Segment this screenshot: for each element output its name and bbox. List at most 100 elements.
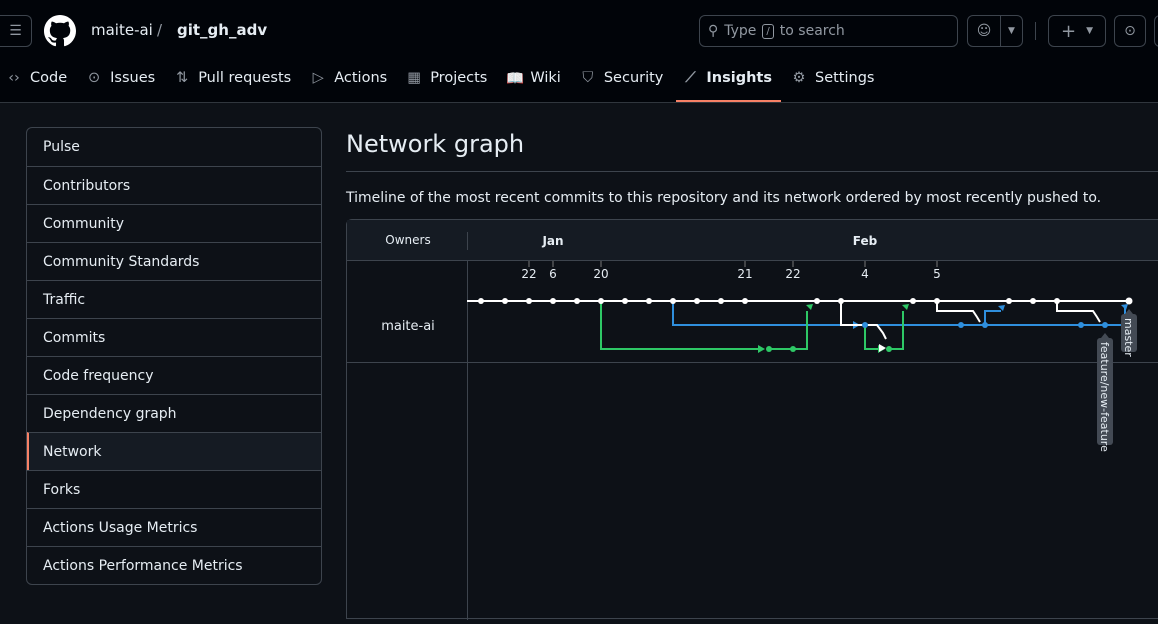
page-title: Network graph [346,130,525,158]
commit-dot-master [598,298,604,304]
commit-dot-master [718,298,724,304]
sidebar-item-contributors[interactable]: Contributors [27,166,321,204]
tab-label: Insights [706,70,772,86]
commit-dot-master [1006,298,1012,304]
path-separator: / [157,21,163,39]
branch-line-green [889,311,904,350]
branch-line-green [600,301,763,350]
commit-dot-feature [862,322,868,328]
commit-dot-green [766,346,772,352]
copilot-dropdown-button[interactable]: ▼ [1000,15,1023,47]
copilot-button[interactable]: ☺ [967,15,1001,47]
sidebar-item-actions-performance-metrics[interactable]: Actions Performance Metrics [27,546,321,584]
branch-label-pointer [1125,309,1133,314]
sidebar-item-code-frequency[interactable]: Code frequency [27,356,321,394]
merge-arrow-icon [902,304,909,310]
commit-dot-master [1125,297,1133,305]
sidebar-item-actions-usage-metrics[interactable]: Actions Usage Metrics [27,508,321,546]
repo-nav: ‹› Code ⊙Issues ⇅ Pull requests ▷Actions▦Proj… [0,64,887,102]
commit-dot-master [910,298,916,304]
github-logo-icon[interactable] [44,15,76,47]
commit-dot-feature [1078,322,1084,328]
tab-wiki[interactable]: 📖Wiki [500,64,573,102]
sidebar-item-pulse[interactable]: Pulse [43,139,80,155]
graph-header-bg [347,220,1158,260]
merge-arrow-icon [806,304,813,310]
tab-pull-requests[interactable]: ⇅ Pull requests [168,64,304,102]
divider [346,171,1158,172]
branch-label: master [1122,318,1135,357]
tab-projects[interactable]: ▦Projects [400,64,500,102]
commit-dot-master [694,298,700,304]
search-input[interactable]: ⚲ Type / to search [699,15,958,47]
branch-line-green [864,325,883,350]
issue-icon: ⊙ [1124,23,1136,39]
owner-link[interactable]: maite-ai [91,21,153,39]
commit-dot-master [550,298,556,304]
commit-dot-green [790,346,796,352]
sidebar-item-traffic[interactable]: Traffic [27,280,321,318]
pull-request-icon: ⇅ [176,70,189,86]
merge-line-feature [984,310,1001,325]
gear-icon: ⚙ [792,70,806,86]
commit-dot-master [838,298,844,304]
chevron-down-icon: ▼ [1086,26,1093,36]
branch-label-pointer [1101,333,1109,338]
commit-dot-master [934,298,940,304]
pull-requests-button[interactable] [1154,15,1158,47]
tab-insights[interactable]: ⟋ Insights [676,64,785,102]
merge-line-master [936,301,981,323]
sidebar-item-community[interactable]: Community [27,204,321,242]
commit-dot-master [502,298,508,304]
issues-button[interactable]: ⊙ [1114,15,1146,47]
commit-dot-master [646,298,652,304]
tab-settings[interactable]: ⚙ Settings [785,64,887,102]
commit-dot-master [478,298,484,304]
commit-dot-feature [958,322,964,328]
day-label: 6 [549,267,557,281]
merge-line-master [840,301,887,340]
commit-dot-master [1054,298,1060,304]
merge-arrow-icon [879,344,886,352]
sidebar-item-commits[interactable]: Commits [27,318,321,356]
day-label: 21 [737,267,752,281]
tab-actions[interactable]: ▷Actions [304,64,400,102]
menu-button[interactable]: ☰ [0,15,32,47]
graph-icon: ⟋ [685,70,696,86]
branch-line-green [769,311,808,350]
tab-security[interactable]: ⛉Security [574,64,677,102]
tab-code[interactable]: ‹› Code [0,64,80,102]
owners-label: Owners [385,233,430,247]
repo-link[interactable]: git_gh_adv [177,21,268,39]
issue-icon: ⊙ [88,70,101,86]
tab-label: Actions [334,70,388,86]
table-icon: ▦ [407,70,422,86]
sidebar-item-dependency-graph[interactable]: Dependency graph [27,394,321,432]
header: ☰ maite-ai / git_gh_adv ⚲ Type / to sear… [0,0,1158,103]
commit-dot-feature [1102,322,1108,328]
month-label: Feb [853,234,878,248]
commit-dot-master [526,298,532,304]
branch-label-bg [1121,314,1137,352]
commit-dot-feature [982,322,988,328]
day-label: 5 [933,267,941,281]
sidebar-item-forks[interactable]: Forks [27,470,321,508]
commit-dot-master [574,298,580,304]
sidebar-item-network[interactable]: Network [27,432,321,470]
merge-arrow-icon [1121,304,1128,310]
shield-icon: ⛉ [582,70,594,86]
create-new-button[interactable]: +▼ [1048,15,1106,47]
search-shortcut-key: / [762,23,774,39]
plus-icon: + [1060,20,1077,42]
tab-label: Settings [814,70,875,86]
sidebar-item-community-standards[interactable]: Community Standards [27,242,321,280]
tab-label: Code [30,70,68,86]
tab-label: Pull requests [198,70,292,86]
book-icon: 📖 [506,71,525,87]
divider [1035,22,1036,40]
commit-dot-master [742,298,748,304]
tab-issues[interactable]: ⊙Issues [80,64,168,102]
code-icon: ‹› [8,70,20,86]
